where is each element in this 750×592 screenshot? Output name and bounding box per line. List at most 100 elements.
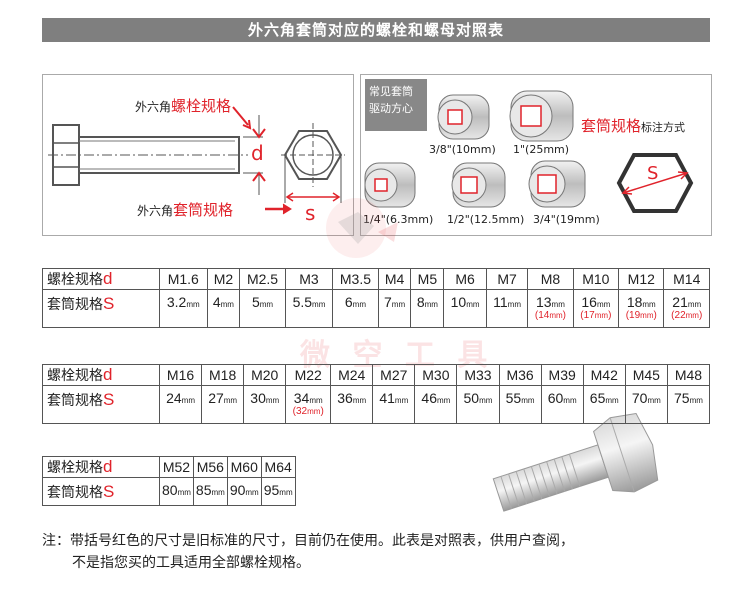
bolt-size-cell: M5 (410, 268, 445, 290)
unit-label: mm (223, 396, 238, 405)
socket-size-cell: 95mm (260, 477, 296, 506)
bolt-size-cell: M4 (377, 268, 412, 290)
socket-1-4-icon (364, 162, 416, 208)
socket-size-value: 27 (208, 390, 224, 406)
old-standard-size: (14mm) (534, 310, 566, 321)
unit-label: mm (563, 396, 577, 405)
bolt-size-cell: M36 (498, 364, 542, 386)
socket-1-inch-icon (509, 90, 574, 142)
socket-size-cell: 65mm (582, 385, 626, 424)
bolt-size-cell: M16 (158, 364, 203, 386)
socket-caption-1-2: 1/2"(12.5mm) (447, 213, 525, 226)
socket-size-value: 80 (162, 482, 178, 498)
socket-size-cell: 7mm (377, 289, 412, 328)
bolt-size-cell: M18 (201, 364, 245, 386)
socket-caption-1-inch: 1"(25mm) (513, 143, 570, 156)
socket-size-cell: 21mm(22mm) (663, 289, 710, 328)
unit-label: mm (424, 300, 438, 309)
bolt-size-cell: M2 (206, 268, 241, 290)
socket-size-cell: 5mm (239, 289, 286, 328)
socket-size-cell: 13mm(14mm) (527, 289, 574, 328)
socket-size-value: 90 (229, 482, 246, 498)
bolt-size-cell: M64 (260, 456, 296, 478)
socket-size-cell: 4mm (206, 289, 241, 328)
bolt-size-cell: M14 (663, 268, 710, 290)
socket-drawings (364, 90, 694, 213)
unit-label: mm (211, 488, 225, 497)
socket-size-value: 4 (212, 294, 221, 310)
bolt-size-cell: M27 (372, 364, 416, 386)
bolt-size-cell: M48 (666, 364, 711, 386)
bolt-size-cell: M1.6 (159, 268, 208, 290)
socket-caption-3-4: 3/4"(19mm) (533, 213, 600, 226)
bolt-spec-label: 外六角螺栓规格 (135, 97, 232, 115)
row-header-socket: 套筒规格S (42, 385, 160, 424)
socket-size-cell: 16mm(17mm) (572, 289, 620, 328)
socket-size-value: 36 (337, 390, 353, 406)
socket-size-cell: 5.5mm (284, 289, 334, 328)
bolt-size-cell: M8 (527, 268, 574, 290)
unit-label: mm (551, 300, 565, 309)
socket-size-value: 8 (416, 294, 425, 310)
socket-size-value: 85 (195, 482, 212, 498)
old-standard-size: (22mm) (671, 310, 703, 321)
socket-size-value: 34 (293, 390, 310, 406)
socket-size-value: 3.2 (166, 294, 187, 310)
socket-size-cell: 75mm (666, 385, 711, 424)
socket-size-cell: 50mm (456, 385, 500, 424)
old-standard-size: (19mm) (625, 310, 657, 321)
bolt-size-cell: M24 (330, 364, 374, 386)
footnote-line-2: 不是指您买的工具适用全部螺栓规格。 (72, 555, 310, 571)
socket-size-value: 50 (463, 390, 480, 406)
socket-3-8-icon (437, 94, 490, 140)
socket-size-value: 41 (379, 390, 395, 406)
unit-label: mm (220, 300, 234, 309)
socket-size-value: 7 (383, 294, 392, 310)
hex-s-label: S (647, 163, 659, 184)
socket-spec-caption: 套筒规格标注方式 (581, 117, 686, 135)
socket-size-cell: 90mm (226, 477, 262, 506)
socket-size-cell: 80mm (159, 477, 194, 506)
socket-drive-note: 常见套筒驱动方心 (365, 79, 427, 131)
unit-label: mm (437, 396, 451, 405)
unit-label: mm (687, 300, 702, 309)
unit-label: mm (181, 396, 195, 405)
row-header-socket: 套筒规格S (42, 477, 160, 506)
socket-size-value: 70 (631, 390, 648, 406)
unit-label: mm (689, 396, 703, 405)
socket-size-cell: 10mm (443, 289, 487, 328)
unit-label: mm (186, 300, 200, 309)
bolt-size-cell: M2.5 (239, 268, 286, 290)
unit-label: mm (352, 300, 366, 309)
bolt-size-cell: M60 (226, 456, 262, 478)
unit-label: mm (647, 396, 661, 405)
socket-size-value: 55 (505, 390, 522, 406)
socket-size-cell: 41mm (372, 385, 416, 424)
socket-1-2-icon (451, 162, 506, 208)
d-dimension-label: d (251, 141, 264, 165)
row-header-socket: 套筒规格S (42, 289, 160, 328)
socket-size-cell: 85mm (192, 477, 228, 506)
socket-size-value: 75 (673, 390, 690, 406)
unit-label: mm (394, 396, 409, 405)
socket-3-4-icon (528, 160, 586, 208)
socket-size-value: 5.5 (292, 294, 313, 310)
socket-size-cell: 34mm(32mm) (285, 385, 332, 424)
socket-size-value: 10 (450, 294, 467, 310)
bolt-size-cell: M42 (582, 364, 626, 386)
unit-label: mm (596, 300, 611, 309)
bolt-size-cell: M30 (414, 364, 458, 386)
page-title: 外六角套筒对应的螺栓和螺母对照表 (42, 18, 710, 42)
socket-size-value: 18 (626, 294, 643, 310)
bolt-size-cell: M10 (572, 268, 620, 290)
bolt-size-cell: M33 (456, 364, 500, 386)
bolt-size-cell: M3.5 (332, 268, 379, 290)
bolt-diagram-panel: 外六角螺栓规格 外六角套筒规格 (42, 74, 354, 236)
